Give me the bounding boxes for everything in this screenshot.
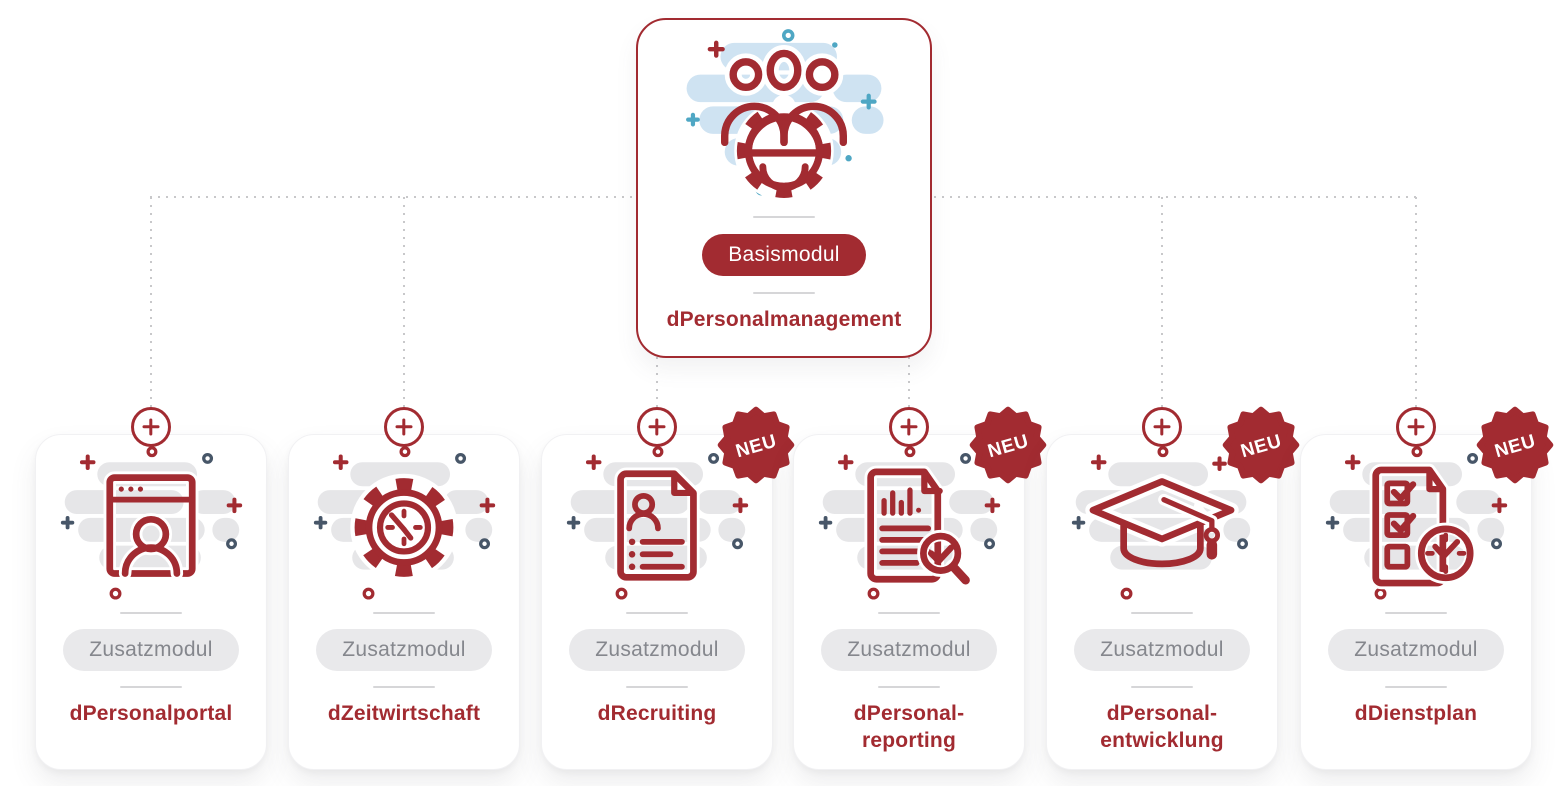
add-module-button[interactable] [384,407,424,447]
basismodul-badge: Basismodul [702,234,866,276]
add-module-button[interactable] [889,407,929,447]
zusatzmodul-badge: Zusatzmodul [316,629,492,671]
connector-vertical-5 [1161,197,1163,407]
add-module-button[interactable] [131,407,171,447]
divider [373,612,435,614]
cv-document-icon [566,446,749,600]
zusatzmodul-badge: Zusatzmodul [569,629,745,671]
module-card-personalreporting[interactable]: NEU [793,406,1047,770]
neu-badge: NEU [1222,406,1300,484]
zusatzmodul-badge: Zusatzmodul [821,629,997,671]
divider [1131,686,1193,688]
sparkle-decorations [1325,446,1508,600]
divider [878,686,940,688]
divider [1385,612,1447,614]
sparkle-decorations [60,446,243,600]
neu-badge: NEU [717,406,795,484]
neu-badge: NEU [1476,406,1554,484]
browser-user-icon [60,446,243,600]
divider [373,686,435,688]
module-title: dPersonal- reporting [853,702,965,752]
divider [753,216,815,218]
root-module-title: dPersonalmanagement [666,308,902,331]
zusatzmodul-badge: Zusatzmodul [1328,629,1504,671]
add-module-button[interactable] [1142,407,1182,447]
module-card-dienstplan[interactable]: NEU [1300,406,1554,770]
zusatzmodul-badge: Zusatzmodul [1074,629,1250,671]
module-title: dRecruiting [597,702,717,725]
divider [120,686,182,688]
graduation-cap-icon [1071,446,1251,600]
module-title: dDienstplan [1354,702,1478,725]
module-title: dZeitwirtschaft [327,702,481,725]
connector-vertical-2 [403,197,405,407]
divider [1385,686,1447,688]
divider [1131,612,1193,614]
sparkle-decorations [686,29,877,196]
add-module-button[interactable] [1396,407,1436,447]
divider [753,292,815,294]
sparkle-decorations [313,446,496,600]
neu-badge: NEU [969,406,1047,484]
sparkle-decorations [566,446,749,600]
report-magnifier-icon [818,446,1001,600]
module-title: dPersonal- entwicklung [1100,702,1224,752]
module-card-zeitwirtschaft[interactable]: Zusatzmodul dZeitwirtschaft [288,407,520,770]
divider [626,686,688,688]
team-gear-icon [686,29,884,201]
sparkle-decorations [1071,446,1249,600]
sparkle-decorations [818,446,1001,600]
divider [878,612,940,614]
gear-clock-icon [313,446,496,600]
module-title: dPersonalportal [69,702,233,725]
divider [626,612,688,614]
divider [120,612,182,614]
module-card-personalentwicklung[interactable]: NEU [1046,406,1300,770]
module-card-recruiting[interactable]: NEU [541,406,795,770]
root-module-card[interactable]: Basismodul dPersonalmanagement [636,18,932,358]
module-card-personalportal[interactable]: Zusatzmodul dPersonalportal [35,407,267,770]
checklist-clock-icon [1325,446,1508,600]
zusatzmodul-badge: Zusatzmodul [63,629,239,671]
connector-vertical-6 [1415,197,1417,407]
connector-vertical-1 [150,197,152,407]
add-module-button[interactable] [637,407,677,447]
